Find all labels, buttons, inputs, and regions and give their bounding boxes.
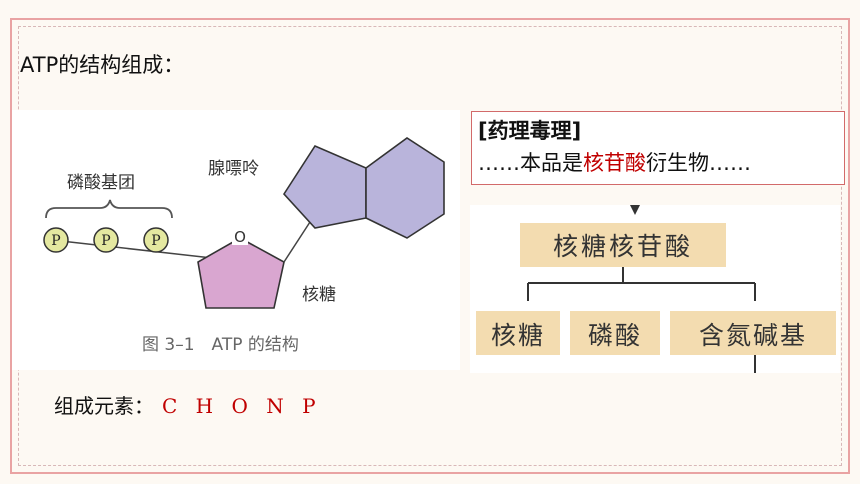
part-box-ribose [476,311,560,355]
pharmacology-highlight: 核苷酸 [583,151,646,175]
nucleotide-diagram: 核糖核苷酸 核糖 磷酸 含氮碱基 [476,205,836,373]
nucleotide-figure: 核糖核苷酸 核糖 磷酸 含氮碱基 [470,205,840,373]
elements-value: C H O N P [162,394,322,418]
ribose-ring [197,237,285,309]
pharmacology-heading: [药理毒理] [478,119,582,143]
pharmacology-text: ……本品是核苷酸衍生物…… [478,148,844,178]
phosphate-3-symbol: P [151,233,160,249]
pharmacology-prefix: ……本品是 [478,151,583,175]
slide-frame [10,18,850,474]
nucleotide-top-label: 核糖核苷酸 [553,232,693,261]
phosphate-group-label: 磷酸基团 [67,173,135,193]
part-label-phosphate: 磷酸 [588,321,642,350]
elements-line: 组成元素： C H O N P [54,390,322,419]
part-label-base: 含氮碱基 [699,321,807,350]
slide-title: ATP的结构组成： [20,53,185,77]
ribose-label: 核糖 [302,285,336,305]
adenine-hexagon [365,137,445,239]
phosphate-bracket [45,199,173,219]
glycosidic-bond [283,221,311,263]
pharmacology-suffix: 衍生物…… [646,151,751,175]
ring-oxygen-gap [232,227,248,245]
atp-figure-caption: 图 3–1 ATP 的结构 [142,335,299,355]
elements-label: 组成元素： [54,394,154,418]
ring-oxygen: O [234,228,246,246]
phosphate-2: P [93,227,119,253]
phosphate-2-symbol: P [101,233,110,249]
atp-structure-figure: 磷酸基团 P P P O 核糖 腺嘌呤 图 3–1 ATP 的结构 [12,110,460,370]
part-box-base [670,311,836,355]
adenine-pentagon [282,144,367,229]
part-box-phosphate [570,311,660,355]
pharmacology-box: [药理毒理] ……本品是核苷酸衍生物…… [471,111,845,185]
part-label-ribose: 核糖 [491,321,545,350]
phosphate-1-symbol: P [51,233,60,249]
down-arrow-icon [630,205,640,215]
nucleotide-top-box [520,223,726,267]
phosphate-3: P [143,227,169,253]
atp-diagram: 磷酸基团 P P P O 核糖 腺嘌呤 图 3–1 ATP 的结构 [43,137,445,355]
adenine-label: 腺嘌呤 [208,159,259,179]
phosphate-chain-line [51,239,213,259]
phosphate-1: P [43,227,69,253]
